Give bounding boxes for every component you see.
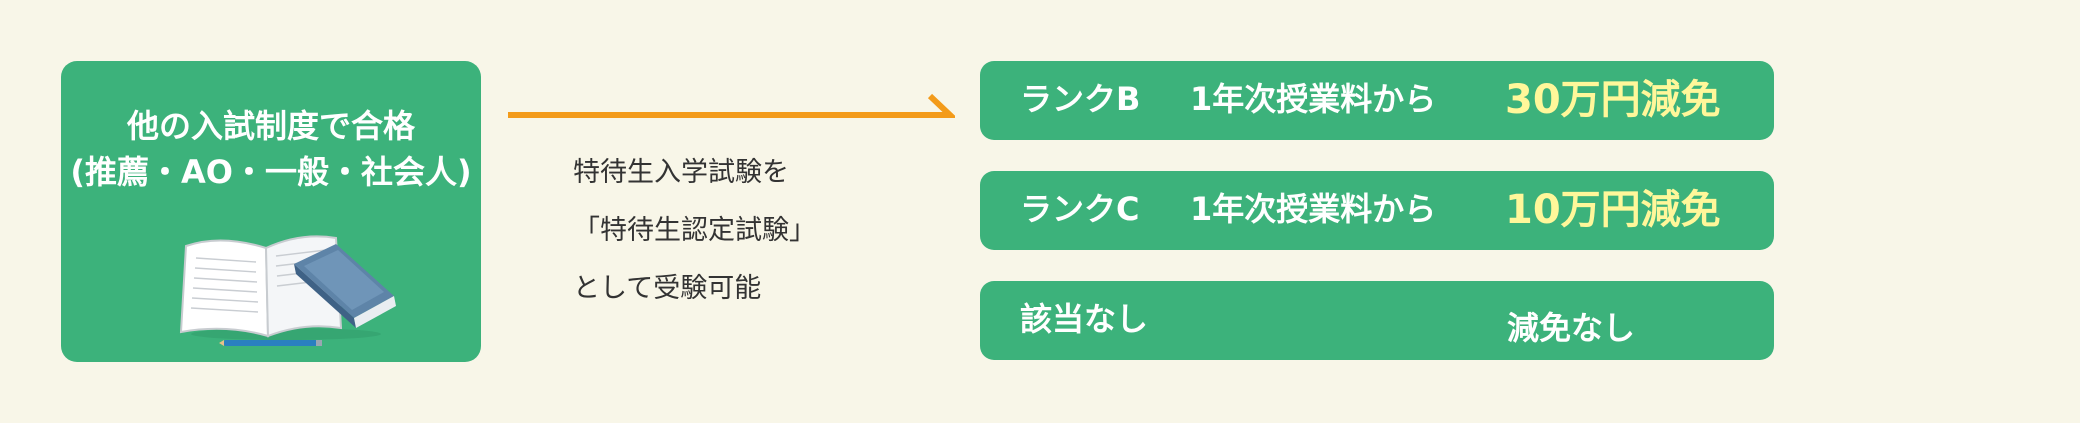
rank-label: 該当なし xyxy=(1020,300,1149,338)
exam-note-line3: として受験可能 xyxy=(573,273,762,304)
rank-c-row: ランクC 1年次授業料から 10万円減免 xyxy=(980,171,1774,250)
no-rank-row: 該当なし 減免なし xyxy=(980,281,1774,360)
card-title: 他の入試制度で合格 xyxy=(126,107,415,145)
passed-other-admission-card: 他の入試制度で合格 (推薦・AO・一般・社会人) xyxy=(61,61,481,362)
arrow-connector xyxy=(508,93,955,118)
fee-label: 1年次授業料から xyxy=(1190,190,1437,228)
exam-note-line2: 「特待生認定試験」 xyxy=(573,215,816,246)
exemption-amount: 減免なし xyxy=(1507,309,1636,347)
exemption-amount: 10万円減免 xyxy=(1505,187,1721,233)
rank-b-row: ランクB 1年次授業料から 30万円減免 xyxy=(980,61,1774,140)
rank-label: ランクC xyxy=(1020,190,1140,228)
fee-label: 1年次授業料から xyxy=(1190,80,1437,118)
card-subtitle: (推薦・AO・一般・社会人) xyxy=(70,153,472,191)
exemption-amount: 30万円減免 xyxy=(1505,77,1721,123)
books-icon xyxy=(179,235,396,346)
exam-note-line1: 特待生入学試験を xyxy=(573,157,789,188)
rank-label: ランクB xyxy=(1020,80,1141,118)
